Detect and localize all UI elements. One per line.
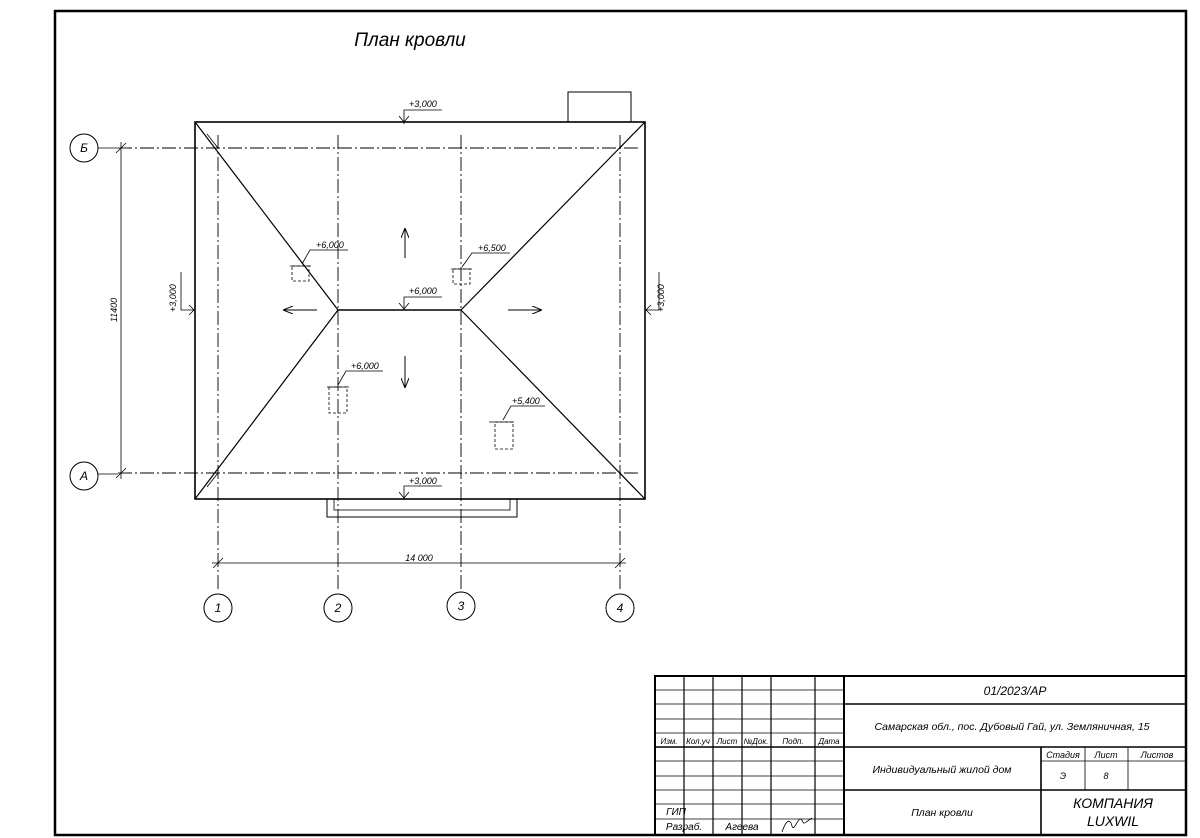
level-c4: +5,400 xyxy=(512,396,540,406)
stamp-sheet-title: План кровли xyxy=(911,807,973,819)
stamp-sheet-header: Лист xyxy=(1093,750,1118,760)
slope-arrows xyxy=(284,229,541,387)
roof-outline xyxy=(194,121,646,500)
level-c3: +6,000 xyxy=(351,361,379,371)
drawing-title: План кровли xyxy=(354,30,466,51)
level-ridge: +6,000 xyxy=(409,286,437,296)
level-right: +3,000 xyxy=(656,284,666,312)
level-top: +3,000 xyxy=(409,99,437,109)
stamp-company-line1: КОМПАНИЯ xyxy=(1073,795,1153,811)
svg-text:А: А xyxy=(79,469,88,483)
axis-bubble-col-2: 2 xyxy=(323,593,353,623)
svg-text:1: 1 xyxy=(215,601,222,615)
stamp-sheet-value: 8 xyxy=(1103,771,1108,781)
stamp-header-doc: №Док. xyxy=(744,737,769,746)
title-block xyxy=(654,675,1187,836)
stamp-header-date: Дата xyxy=(817,737,840,746)
vent-1 xyxy=(291,265,310,282)
stamp-header-izm: Изм. xyxy=(660,737,677,746)
stamp-header-list: Лист xyxy=(716,737,738,746)
svg-text:4: 4 xyxy=(617,601,624,615)
stamp-address: Самарская обл., пос. Дубовый Гай, ул. Зе… xyxy=(874,721,1149,733)
axis-grid xyxy=(118,135,640,592)
level-marks: +3,000 +6,000 +3,000 +6,000 +6,500 +6,00… xyxy=(168,99,666,499)
dimension-height: 11400 xyxy=(109,142,127,479)
svg-text:Б: Б xyxy=(80,141,88,155)
dimension-width-text: 14 000 xyxy=(405,553,433,563)
vent-2 xyxy=(452,268,471,285)
stamp-object: Индивидуальный жилой дом xyxy=(872,764,1011,776)
svg-text:3: 3 xyxy=(458,599,465,613)
stamp-role-gip: ГИП xyxy=(666,807,687,818)
stamp-company-line2: LUXWIL xyxy=(1087,813,1139,829)
svg-text:2: 2 xyxy=(334,601,342,615)
axis-bubble-row-b: Б xyxy=(69,133,118,163)
stamp-header-sign: Подп. xyxy=(782,737,803,746)
porch-canopy-inner xyxy=(333,498,511,511)
chimney xyxy=(567,91,632,123)
stamp-stage-header: Стадия xyxy=(1046,750,1080,760)
stamp-header-kol: Кол.уч xyxy=(686,737,710,746)
axis-bubble-col-3: 3 xyxy=(446,591,476,621)
axis-bubble-row-a: А xyxy=(69,461,118,491)
stamp-role-developer: Разраб. xyxy=(666,821,702,833)
roof-hips xyxy=(194,121,646,500)
dimension-height-text: 11400 xyxy=(109,298,119,322)
sheet-frame xyxy=(53,9,1188,837)
stamp-stage-value: Э xyxy=(1060,771,1066,781)
level-bottom: +3,000 xyxy=(409,476,437,486)
level-left: +3,000 xyxy=(168,284,178,312)
axis-bubble-col-4: 4 xyxy=(605,593,635,623)
level-c2: +6,500 xyxy=(478,243,506,253)
level-c1: +6,000 xyxy=(316,240,344,250)
signature xyxy=(781,817,813,833)
stamp-sheets-header: Листов xyxy=(1140,750,1174,760)
vent-3 xyxy=(328,386,348,414)
title-block-frame xyxy=(654,675,1187,836)
dimension-width: 14 000 xyxy=(212,553,626,569)
axis-bubble-col-1: 1 xyxy=(203,593,233,623)
stamp-code: 01/2023/АР xyxy=(984,684,1047,698)
vent-markers xyxy=(290,265,514,450)
stamp-developer-name: Агеева xyxy=(724,822,759,833)
vent-4 xyxy=(494,421,514,450)
porch-canopy-outer xyxy=(326,498,518,518)
